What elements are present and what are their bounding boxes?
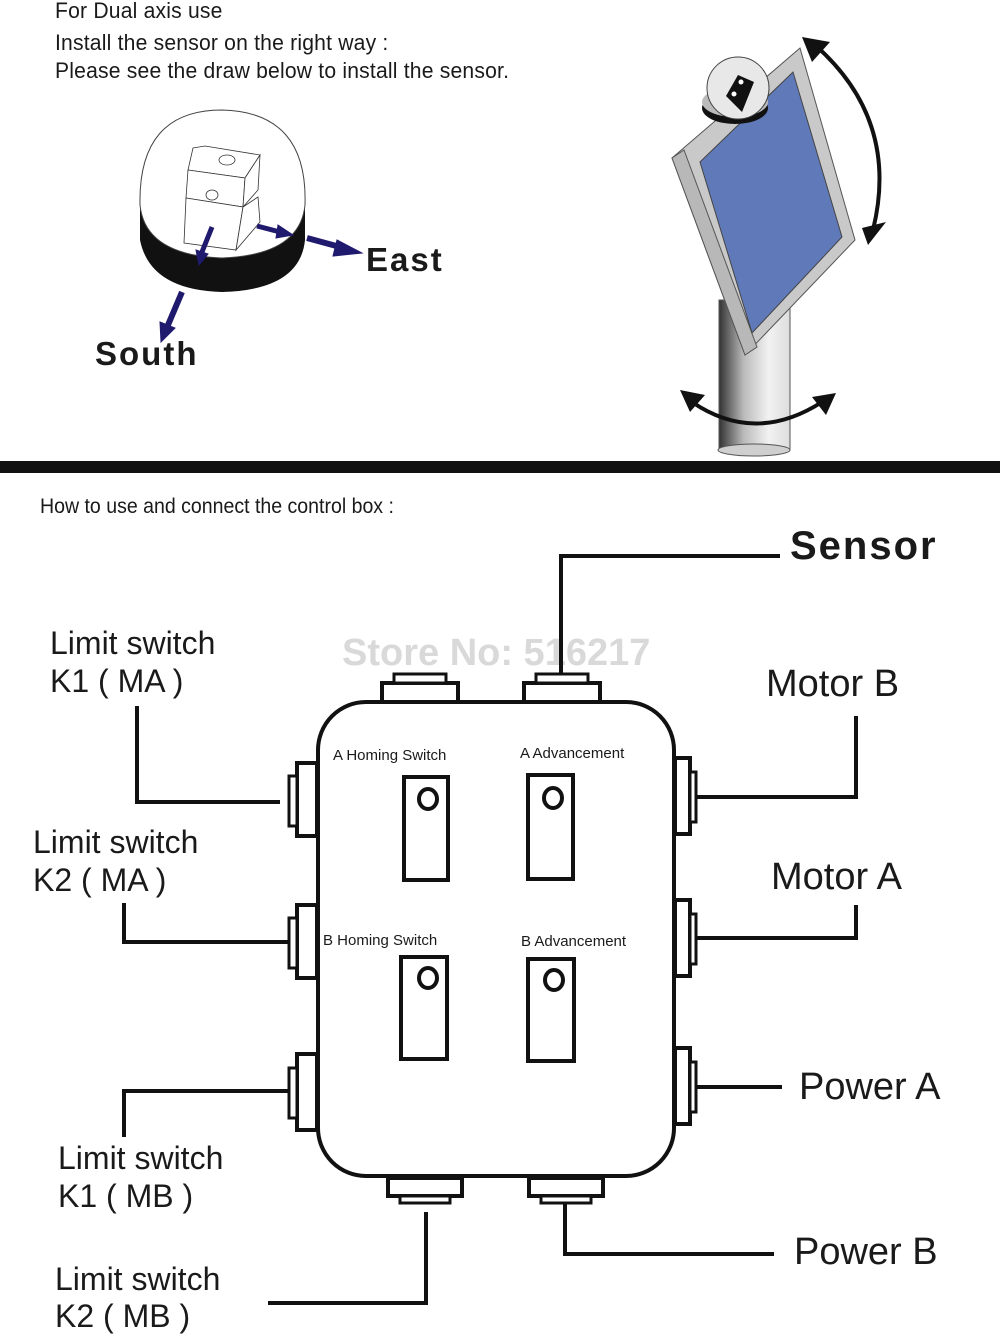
label-power-a: Power A bbox=[799, 1066, 941, 1108]
left-connector-k1-ma bbox=[287, 761, 319, 838]
mounted-sensor-icon bbox=[702, 56, 770, 124]
label-limit-k2-ma-line2: K2 ( MA ) bbox=[33, 862, 167, 898]
sensor-orientation-illustration bbox=[139, 109, 364, 344]
sensor-dome-icon bbox=[139, 109, 306, 292]
label-b-homing-switch: B Homing Switch bbox=[323, 932, 438, 949]
wire-k1-ma bbox=[135, 706, 280, 804]
south-label: South bbox=[95, 335, 199, 372]
solar-tracker-illustration bbox=[671, 37, 886, 457]
right-connector-power-a bbox=[673, 1046, 698, 1126]
east-label: East bbox=[366, 241, 444, 278]
south-arrow-icon bbox=[159, 226, 215, 344]
label-limit-k2-mb-line1: Limit switch bbox=[55, 1261, 221, 1297]
wire-k2-mb bbox=[268, 1212, 428, 1305]
pan-rotation-arrow-icon bbox=[680, 390, 836, 426]
label-limit-k1-ma-line1: Limit switch bbox=[50, 625, 216, 661]
install-instruction-line-1: Install the sensor on the right way : bbox=[55, 30, 389, 55]
east-arrow-icon bbox=[256, 223, 364, 257]
wire-k2-ma bbox=[122, 903, 289, 944]
wire-sensor bbox=[559, 554, 780, 674]
label-motor-a: Motor A bbox=[771, 856, 902, 898]
label-limit-k2-mb-line2: K2 ( MB ) bbox=[55, 1298, 191, 1334]
label-a-homing-switch: A Homing Switch bbox=[333, 747, 447, 764]
label-power-b: Power B bbox=[794, 1231, 938, 1273]
dual-axis-heading: For Dual axis use bbox=[55, 0, 223, 23]
solar-panel-icon bbox=[671, 47, 856, 356]
label-limit-k2-ma-line1: Limit switch bbox=[33, 824, 199, 860]
control-box-heading: How to use and connect the control box : bbox=[40, 495, 394, 518]
label-a-advancement: A Advancement bbox=[520, 745, 625, 762]
label-limit-k1-mb-line2: K1 ( MB ) bbox=[58, 1178, 194, 1214]
top-connector-left bbox=[380, 672, 460, 704]
bottom-connector-power-b bbox=[527, 1176, 605, 1205]
wire-motor-a bbox=[696, 905, 858, 940]
top-connector-sensor bbox=[522, 672, 602, 704]
label-motor-b: Motor B bbox=[766, 663, 900, 705]
wire-power-b bbox=[563, 1203, 774, 1256]
switch-a-advancement bbox=[526, 773, 575, 881]
right-connector-motor-b bbox=[673, 756, 698, 836]
left-connector-k2-ma bbox=[287, 903, 319, 980]
label-limit-k1-mb-line1: Limit switch bbox=[58, 1140, 224, 1176]
label-b-advancement: B Advancement bbox=[521, 933, 627, 950]
label-sensor: Sensor bbox=[790, 524, 938, 568]
install-instruction-line-2: Please see the draw below to install the… bbox=[55, 58, 510, 83]
bottom-connector-k2-mb bbox=[386, 1176, 464, 1205]
switch-b-advancement bbox=[526, 957, 576, 1063]
wire-k1-mb bbox=[122, 1089, 289, 1137]
section-divider bbox=[0, 461, 1000, 473]
right-connector-motor-a bbox=[673, 898, 698, 978]
label-limit-k1-ma-line2: K1 ( MA ) bbox=[50, 663, 184, 699]
wire-motor-b bbox=[696, 716, 858, 799]
switch-a-homing bbox=[402, 775, 450, 882]
tilt-rotation-arrow-icon bbox=[802, 37, 886, 245]
store-watermark: Store No: 516217 bbox=[342, 632, 651, 674]
switch-b-homing bbox=[399, 955, 449, 1061]
left-connector-k1-mb bbox=[287, 1052, 319, 1132]
